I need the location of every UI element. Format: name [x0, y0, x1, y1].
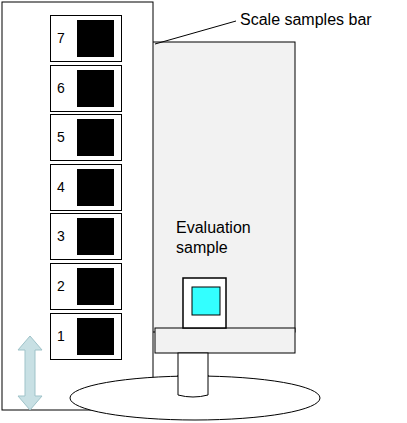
black-sample	[77, 119, 114, 156]
neck-sides	[178, 375, 208, 395]
scale-number: 1	[57, 329, 65, 343]
black-sample	[77, 218, 114, 255]
neck-foot	[178, 395, 208, 397]
scale-number: 5	[57, 130, 65, 144]
neck-cover	[178, 375, 208, 395]
evaluation-sample-holder	[183, 278, 226, 328]
black-sample	[77, 268, 114, 305]
scale-sample-cell: 6	[50, 65, 122, 112]
monitor-screen	[150, 42, 295, 332]
scale-number: 3	[57, 229, 65, 243]
evaluation-sample-color	[192, 287, 220, 315]
scale-number: 2	[57, 279, 65, 293]
black-sample	[77, 169, 114, 206]
black-sample	[77, 20, 114, 57]
monitor-shelf	[155, 328, 295, 353]
scale-bar	[2, 2, 153, 410]
leader-line	[155, 21, 236, 44]
callout-label: Scale samples bar	[240, 10, 372, 30]
scale-sample-cell: 5	[50, 114, 122, 161]
monitor-base	[70, 376, 320, 420]
scale-number: 6	[57, 81, 65, 95]
scale-sample-cell: 2	[50, 263, 122, 310]
scale-number: 4	[57, 180, 65, 194]
scale-sample-cell: 3	[50, 213, 122, 260]
black-sample	[77, 318, 114, 355]
scale-sample-cell: 7	[50, 15, 122, 62]
black-sample	[77, 70, 114, 107]
move-arrow	[18, 336, 42, 410]
sample-label: Evaluation sample	[176, 218, 276, 258]
scale-sample-cell: 4	[50, 164, 122, 211]
scale-number: 7	[57, 31, 65, 45]
scale-sample-cell: 1	[50, 313, 122, 360]
